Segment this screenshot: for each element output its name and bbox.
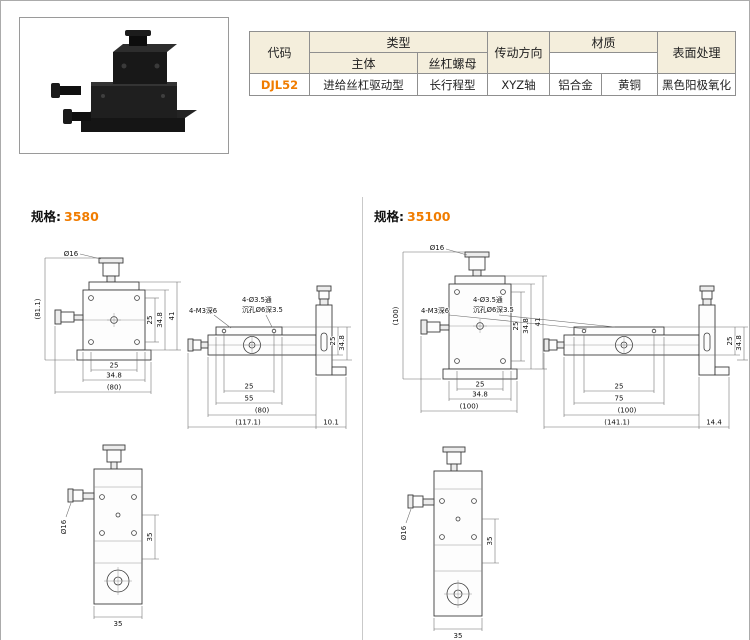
side-view-dimensions: 4-M3深6 4-Ø3.5通 沉孔Ø6深3.5 25 34.8 25 55 (8…	[187, 294, 352, 429]
spec-value: 35100	[407, 209, 451, 224]
front-view-dimensions: Ø16 (100) 25 34.8 41 25 34.8 (100)	[391, 243, 547, 413]
dim-stage-v: 34.8	[522, 318, 530, 334]
plan-view-geometry	[67, 444, 143, 605]
stage-photo-illustration	[51, 29, 197, 132]
dim-hole-pitch-v: 25	[726, 337, 734, 346]
front-view-3580: Ø16 (81.1) 25 34.8 41 25 34.8 (80)	[33, 249, 181, 394]
dim-stage-h: 34.8	[106, 372, 122, 380]
product-photo	[19, 17, 229, 154]
cell-material-body: 铝合金	[549, 73, 602, 96]
side-view-geometry	[187, 285, 347, 376]
dim-hole-pitch-h: 25	[476, 381, 485, 389]
dim-dia-knob: Ø16	[430, 244, 445, 252]
dim-total-len: (141.1)	[604, 419, 630, 427]
dim-stage-height: 41	[168, 312, 176, 321]
note-counterbore: 沉孔Ø6深3.5	[242, 305, 283, 314]
dim-stage-h: 34.8	[472, 391, 488, 399]
note-counterbore: 沉孔Ø6深3.5	[473, 305, 514, 314]
dim-overall-height: (100)	[392, 306, 400, 325]
front-view-geometry	[420, 251, 518, 380]
cell-type-drive: 进给丝杠驱动型	[309, 73, 418, 96]
dim-rail-len: (100)	[618, 407, 637, 415]
col-header-type: 类型	[309, 31, 488, 53]
dim-hole-pitch-h: 25	[615, 383, 624, 391]
dim-stage-len: 55	[245, 395, 254, 403]
table-row: DJL52 进给丝杠驱动型 长行程型 XYZ轴 铝合金 黄铜 黑色阳极氧化	[249, 73, 736, 96]
note-through-holes: 4-Ø3.5通	[473, 295, 503, 304]
dim-width-v: 35	[146, 533, 154, 542]
note-tap-holes: 4-M3深6	[421, 306, 449, 315]
dim-stage-height: 41	[534, 318, 542, 327]
dim-width-h: 35	[114, 620, 123, 628]
dim-hole-pitch-v: 25	[146, 316, 154, 325]
dim-stage-len: 75	[615, 395, 624, 403]
dim-dia-knob: Ø16	[60, 519, 68, 534]
col-header-material-nut: 丝杠螺母	[417, 52, 488, 74]
plan-view-dimensions: Ø16 35 35	[59, 502, 159, 629]
plan-view-geometry	[407, 446, 483, 617]
dim-total-len: (117.1)	[235, 419, 261, 427]
spec-label-text: 规格:	[374, 209, 404, 224]
dim-dia-knob: Ø16	[64, 250, 79, 258]
dim-overall-width: (80)	[107, 384, 122, 392]
dim-hole-pitch-v: 25	[512, 322, 520, 331]
dim-stage-v: 34.8	[338, 335, 346, 351]
dim-overhang: 10.1	[323, 419, 339, 427]
plan-view-35100: Ø16 35 35	[399, 446, 499, 640]
spec-label-3580: 规格:3580	[31, 206, 99, 225]
dim-width-v: 35	[486, 537, 494, 546]
cell-code: DJL52	[249, 73, 310, 96]
section-divider	[362, 197, 363, 640]
front-view-35100: Ø16 (100) 25 34.8 41 25 34.8 (100)	[391, 243, 547, 413]
dim-overhang: 14.4	[706, 419, 722, 427]
side-view-3580: 4-M3深6 4-Ø3.5通 沉孔Ø6深3.5 25 34.8 25 55 (8…	[187, 285, 352, 429]
col-header-material-body: 主体	[309, 52, 418, 74]
dim-overall-width: (100)	[460, 403, 479, 411]
front-view-geometry	[54, 257, 152, 361]
dim-overall-height: (81.1)	[34, 298, 42, 319]
dim-stage-v: 34.8	[156, 312, 164, 328]
plan-view-3580: Ø16 35 35	[59, 444, 159, 629]
dim-dia-knob: Ø16	[400, 525, 408, 540]
xyz-stage-photo	[51, 29, 197, 132]
note-tap-holes: 4-M3深6	[189, 306, 217, 315]
spec-label-text: 规格:	[31, 209, 61, 224]
col-header-surface: 表面处理	[657, 31, 736, 74]
cell-type-stroke: 长行程型	[417, 73, 488, 96]
dim-stage-v: 34.8	[735, 335, 743, 351]
col-header-material: 材质	[549, 31, 658, 53]
col-header-code: 代码	[249, 31, 310, 74]
cell-drive-direction: XYZ轴	[487, 73, 550, 96]
dim-hole-pitch-h: 25	[110, 362, 119, 370]
side-view-dimensions: 4-M3深6 4-Ø3.5通 沉孔Ø6深3.5 25 34.8 25 75 (1…	[420, 294, 748, 429]
front-view-dimensions: Ø16 (81.1) 25 34.8 41 25 34.8 (80)	[33, 249, 181, 394]
dim-rail-len: (80)	[255, 407, 270, 415]
dim-hole-pitch-h: 25	[245, 383, 254, 391]
product-spec-table: 代码 类型 传动方向 材质 表面处理 主体 丝杠螺母 DJL52 进给丝杠驱动型…	[249, 31, 736, 96]
dim-hole-pitch-v: 25	[329, 337, 337, 346]
col-header-drive-direction: 传动方向	[487, 31, 550, 74]
side-view-geometry	[543, 285, 730, 376]
cell-material-nut: 黄铜	[601, 73, 658, 96]
note-through-holes: 4-Ø3.5通	[242, 295, 272, 304]
plan-view-dimensions: Ø16 35 35	[399, 508, 499, 640]
cell-surface: 黑色阳极氧化	[657, 73, 736, 96]
spec-value: 3580	[64, 209, 99, 224]
side-view-35100: 4-M3深6 4-Ø3.5通 沉孔Ø6深3.5 25 34.8 25 75 (1…	[420, 285, 748, 429]
spec-label-35100: 规格:35100	[374, 206, 451, 225]
dim-width-h: 35	[454, 632, 463, 640]
